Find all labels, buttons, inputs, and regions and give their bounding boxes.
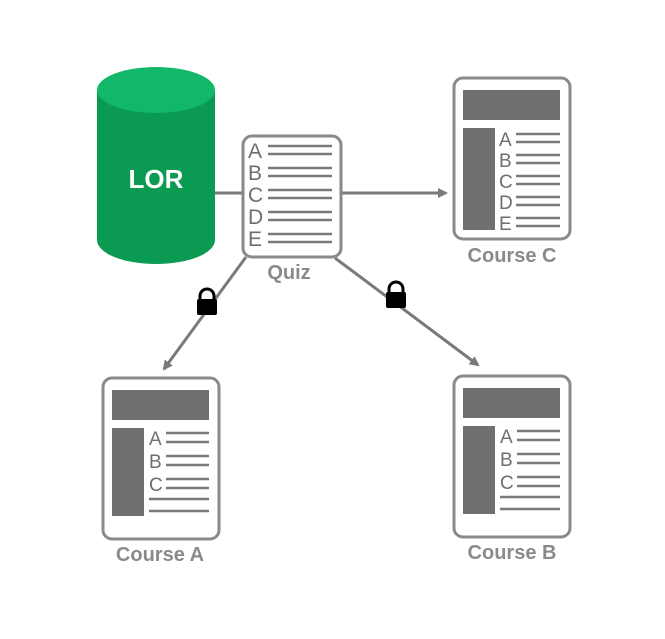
quiz-caption: Quiz <box>267 262 310 284</box>
lor-database: LOR <box>97 67 215 264</box>
quiz-option-c: C <box>248 184 263 207</box>
course-c-option-d: D <box>499 193 513 214</box>
lor-label: LOR <box>129 164 184 194</box>
quiz-outline <box>241 134 343 259</box>
course-a-option-a: A <box>149 429 162 450</box>
course-a-option-c: C <box>149 475 163 496</box>
lor-cylinder-body <box>97 90 215 240</box>
course-c-option-e: E <box>499 214 512 235</box>
course-a-option-b: B <box>149 452 162 473</box>
course-b-sidebar-block <box>463 426 495 514</box>
quiz-option-d: D <box>248 206 263 229</box>
quiz-answer-lines <box>268 144 332 244</box>
course-b-header-block <box>463 388 560 418</box>
quiz-document: A B C D E Quiz <box>241 134 343 284</box>
course-b-option-a: A <box>500 427 513 448</box>
quiz-option-a: A <box>248 140 262 163</box>
course-c-sidebar-block <box>463 128 495 230</box>
course-a-lines <box>149 431 209 513</box>
course-c-option-c: C <box>499 172 513 193</box>
quiz-option-e: E <box>248 228 262 251</box>
course-a-caption: Course A <box>116 544 204 566</box>
course-a-header-block <box>112 390 209 420</box>
course-c-option-b: B <box>499 151 512 172</box>
course-c-header-block <box>463 90 560 120</box>
lock-icon <box>197 287 217 315</box>
course-b-option-b: B <box>500 450 513 471</box>
course-b-caption: Course B <box>468 542 557 564</box>
course-c-document: A B C D E Course C <box>452 76 572 267</box>
course-c-option-a: A <box>499 130 512 151</box>
course-a-document: A B C Course A <box>101 376 221 566</box>
lor-cylinder-top <box>97 67 215 113</box>
course-c-caption: Course C <box>468 245 557 267</box>
course-b-lines <box>500 429 560 511</box>
lock-icon <box>386 280 406 308</box>
lor-cylinder-bottom <box>97 216 215 264</box>
quiz-option-b: B <box>248 162 262 185</box>
course-b-option-c: C <box>500 473 514 494</box>
course-c-lines <box>516 132 560 228</box>
arrow-quiz-to-course-b <box>334 256 480 367</box>
course-b-document: A B C Course B <box>452 374 572 564</box>
course-a-sidebar-block <box>112 428 144 516</box>
